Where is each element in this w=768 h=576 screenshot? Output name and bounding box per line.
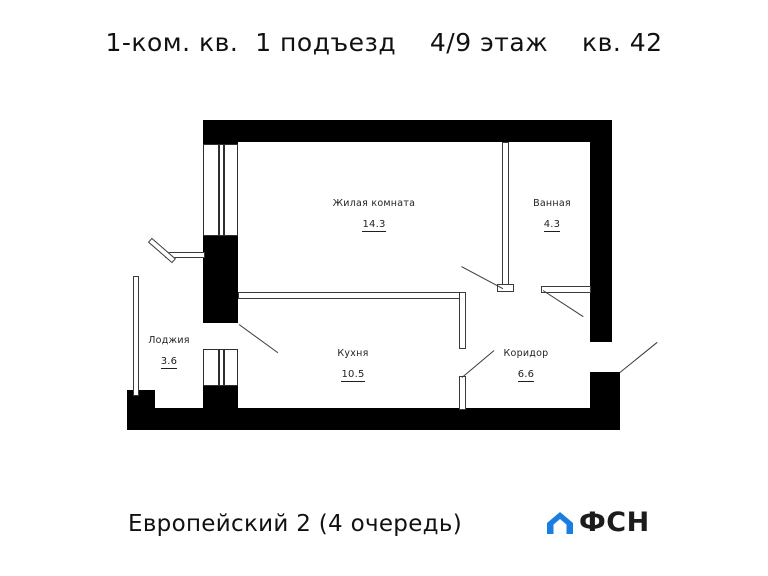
room-name: Жилая комната — [332, 198, 416, 209]
house-icon — [545, 510, 575, 536]
exterior-wall-bottom — [127, 408, 620, 430]
door-jamb-living-room — [497, 284, 514, 292]
company-logo[interactable]: ФСН — [545, 509, 650, 536]
room-label-living-room: Жилая комната 14.3 — [304, 198, 444, 232]
loggia-wall-corner — [147, 237, 176, 264]
partition-kitchen-corridor-upper — [459, 292, 466, 349]
door-leaf-bathroom — [542, 290, 584, 318]
exterior-wall-top — [203, 120, 612, 142]
exterior-wall-right-upper — [590, 120, 612, 342]
room-name: Ванная — [533, 198, 571, 209]
partition-kitchen-corridor-lower — [459, 376, 466, 410]
room-area: 14.3 — [362, 218, 386, 232]
room-label-bathroom: Ванная 4.3 — [515, 198, 589, 232]
window-mullion — [223, 145, 225, 235]
room-label-loggia: Лоджия 3.6 — [133, 335, 205, 369]
window-mullion — [223, 350, 225, 385]
footer: Европейский 2 (4 очередь) ФСН — [0, 505, 768, 551]
room-area: 4.3 — [543, 218, 561, 232]
page-title: 1-ком. кв. 1 подъезд 4/9 этаж кв. 42 — [105, 28, 663, 57]
window-mullion — [218, 350, 220, 385]
room-area: 3.6 — [160, 355, 178, 369]
project-name: Европейский 2 (4 очередь) — [128, 511, 462, 537]
partition-bathroom-corridor — [541, 286, 591, 293]
room-label-corridor: Коридор 6.6 — [483, 348, 569, 382]
room-area: 10.5 — [341, 368, 365, 382]
window-living-room — [203, 144, 238, 236]
room-label-kitchen: Кухня 10.5 — [306, 348, 400, 382]
floor-plan: Жилая комната 14.3 Ванная 4.3 Кухня 10.5… — [0, 100, 768, 490]
room-name: Кухня — [337, 348, 369, 359]
window-kitchen — [203, 349, 238, 386]
door-leaf-living-room — [461, 266, 504, 290]
partition-living-kitchen — [238, 292, 466, 299]
partition-living-corridor — [502, 142, 509, 287]
room-name: Лоджия — [148, 335, 190, 346]
exterior-wall-left-lower-pier — [203, 386, 238, 412]
door-leaf-entrance — [619, 341, 658, 374]
exterior-wall-left-mid-pier — [203, 236, 238, 323]
exterior-wall-left-top-pier — [203, 120, 238, 144]
room-name: Коридор — [503, 348, 549, 359]
loggia-corner-pier — [127, 390, 155, 412]
door-leaf-loggia — [238, 324, 279, 354]
window-mullion — [218, 145, 220, 235]
loggia-wall-left — [133, 276, 139, 396]
logo-text: ФСН — [579, 507, 650, 538]
room-area: 6.6 — [517, 368, 535, 382]
